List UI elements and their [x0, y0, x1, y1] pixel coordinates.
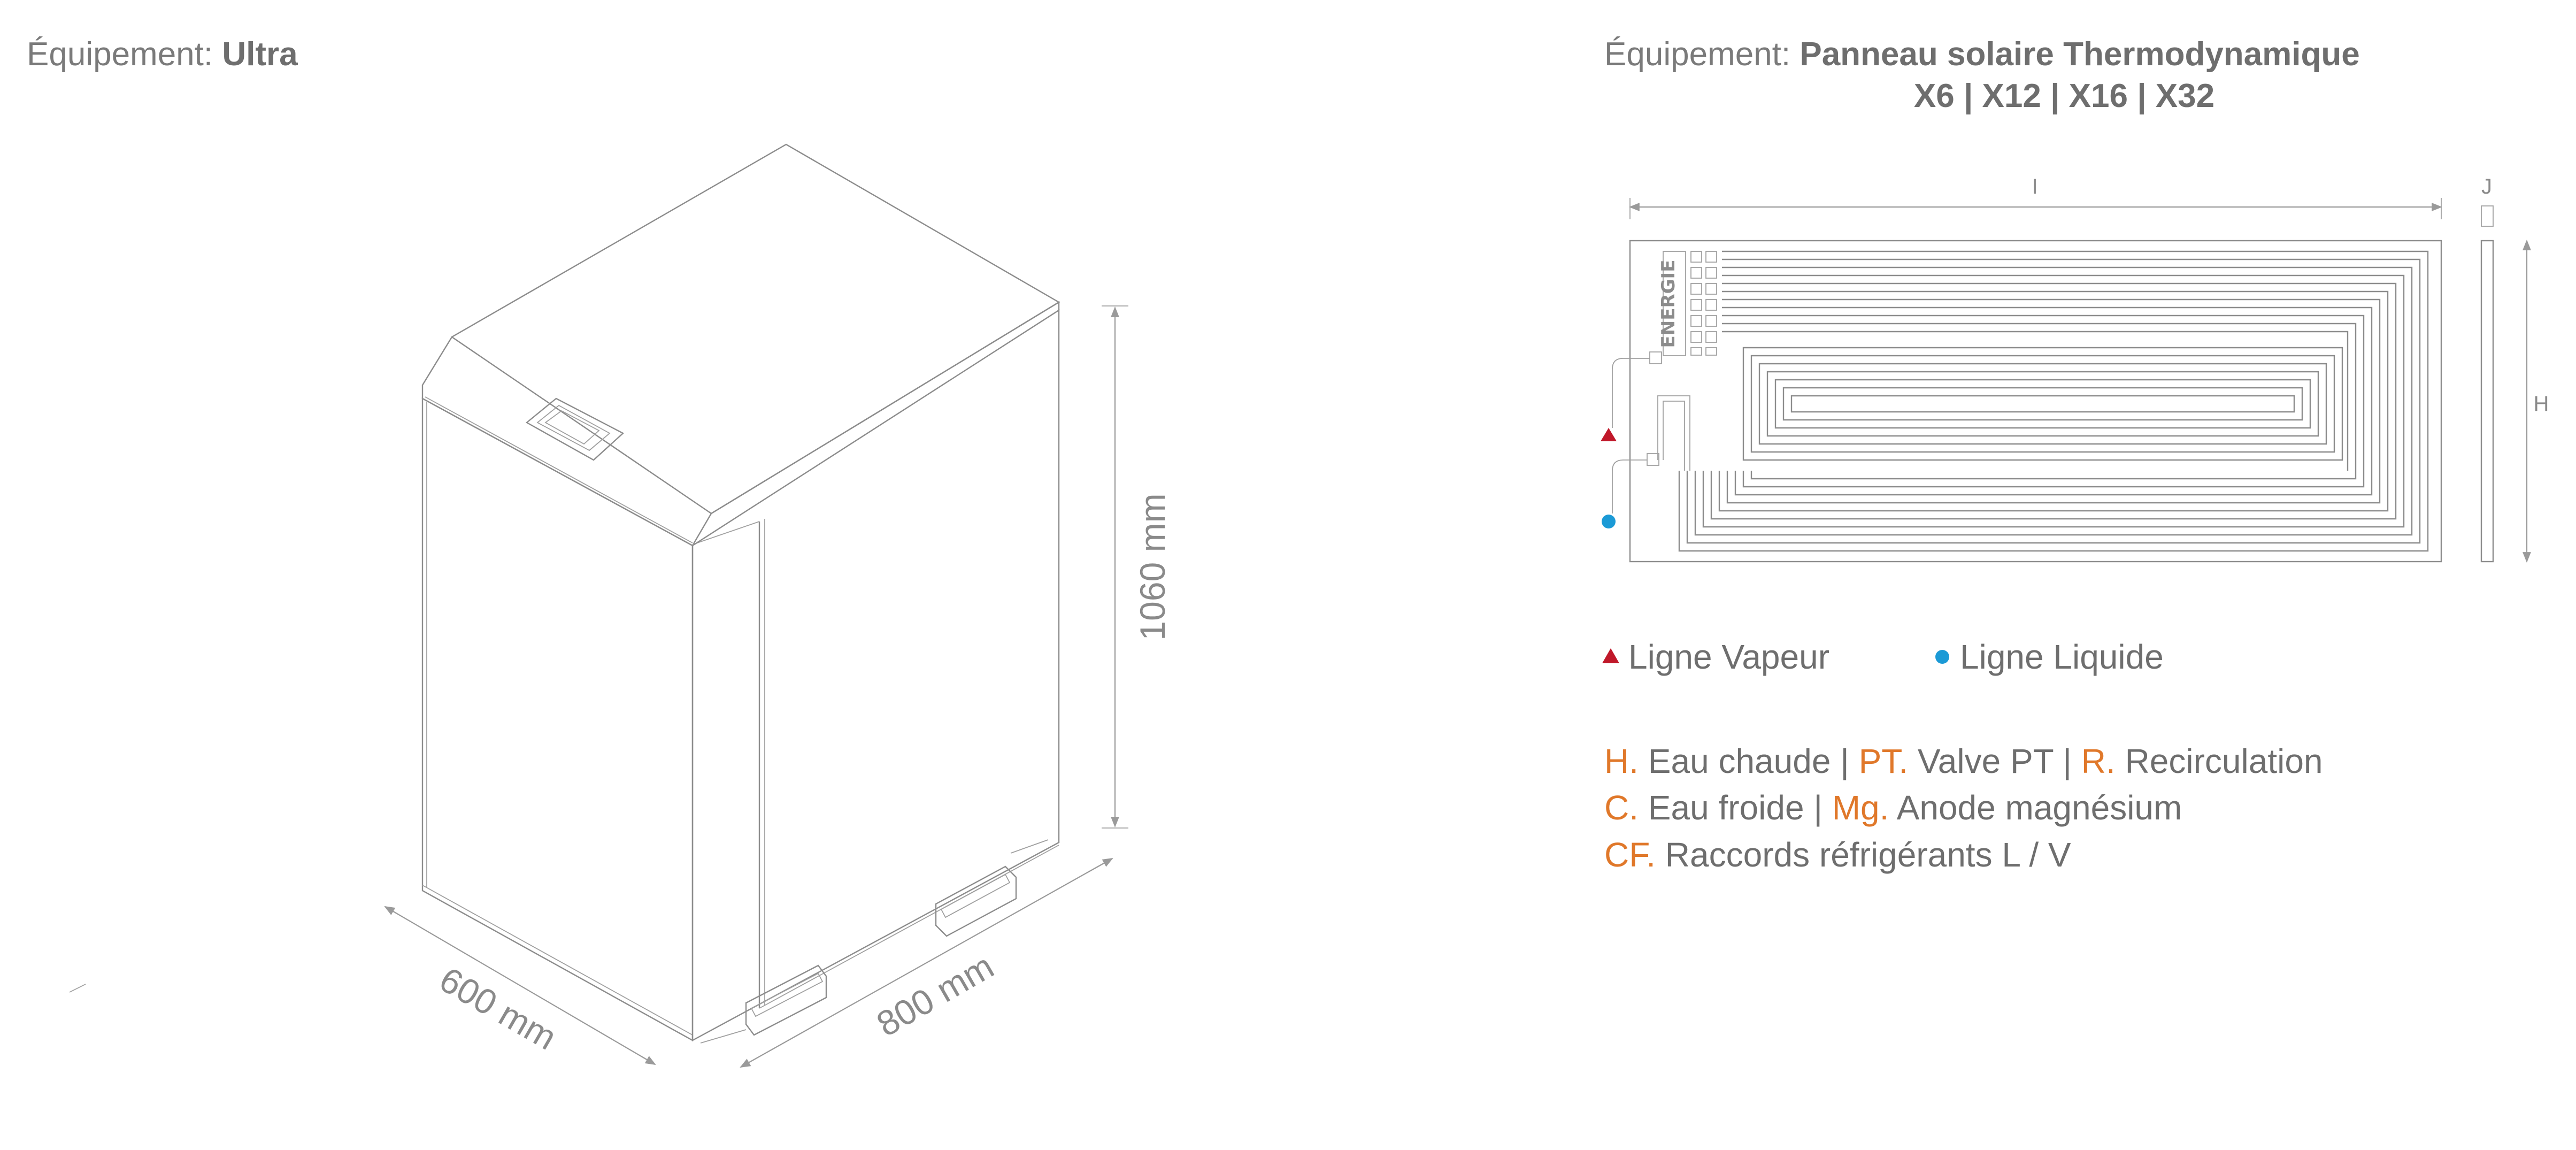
dim-H-label: H — [2534, 392, 2549, 416]
panel-connectors — [1612, 351, 1690, 513]
codes-row-1: H. Eau chaude | PT. Valve PT | R. Recirc… — [1604, 742, 2323, 780]
code-CF: CF. — [1604, 835, 1656, 874]
code-PT-label: Valve PT | — [1908, 742, 2081, 780]
liquide-marker-dot — [1602, 515, 1616, 528]
dim-I-label: I — [2032, 175, 2037, 198]
control-panel — [525, 397, 625, 461]
vapeur-legend-icon — [1602, 648, 1619, 663]
unit-side-face — [691, 309, 1060, 1042]
unit-front-face — [421, 397, 694, 1042]
liquide-legend-label: Ligne Liquide — [1960, 638, 2164, 676]
code-PT: PT. — [1859, 742, 1908, 780]
panel-title-prefix: Équipement: — [1604, 36, 1800, 73]
code-R-label: Recirculation — [2116, 742, 2323, 780]
code-C-label: Eau froide | — [1639, 788, 1832, 827]
ultra-title: Équipement: Ultra — [27, 36, 298, 73]
code-CF-label: Raccords réfrigérants L / V — [1656, 835, 2071, 874]
unit-top-face — [450, 143, 1060, 515]
code-C: C. — [1604, 788, 1639, 827]
vapeur-marker-triangle — [1601, 428, 1617, 441]
dim-height-label: 1060 mm — [1133, 493, 1172, 640]
panel-side-profile — [2480, 240, 2494, 563]
liquide-legend-icon — [1935, 650, 1949, 664]
panel-title-models: X6 | X12 | X16 | X32 — [1914, 78, 2214, 115]
panel-body — [1629, 240, 2442, 563]
panel-energie-text: ENERGIE — [1658, 260, 1679, 348]
ultra-title-prefix: Équipement: — [27, 36, 222, 73]
code-Mg: Mg. — [1832, 788, 1889, 827]
vapeur-legend-label: Ligne Vapeur — [1628, 638, 1829, 676]
dim-J-label: J — [2481, 175, 2492, 198]
codes-legend: H. Eau chaude | PT. Valve PT | R. Recirc… — [1604, 742, 2323, 874]
panel-coil — [1678, 250, 2429, 552]
code-R: R. — [2081, 742, 2116, 780]
panel-title-name: Panneau solaire Thermodynamique — [1800, 36, 2359, 73]
dim-width-label: 600 mm — [433, 959, 563, 1057]
lines-legend: Ligne Vapeur Ligne Liquide — [1602, 638, 2164, 676]
ultra-unit-drawing: 1060 mm 600 mm 800 mm — [69, 143, 1172, 1068]
panel-title: Équipement: Panneau solaire Thermodynami… — [1604, 36, 2360, 73]
code-H: H. — [1604, 742, 1639, 780]
code-H-label: Eau chaude | — [1639, 742, 1859, 780]
code-Mg-label: Anode magnésium — [1889, 788, 2182, 827]
codes-row-2: C. Eau froide | Mg. Anode magnésium — [1604, 788, 2182, 827]
ultra-title-name: Ultra — [222, 36, 298, 73]
dim-depth-label: 800 mm — [870, 946, 1000, 1044]
solar-panel-drawing: I J H ENERGIE — [1601, 175, 2549, 563]
codes-row-3: CF. Raccords réfrigérants L / V — [1604, 835, 2071, 874]
